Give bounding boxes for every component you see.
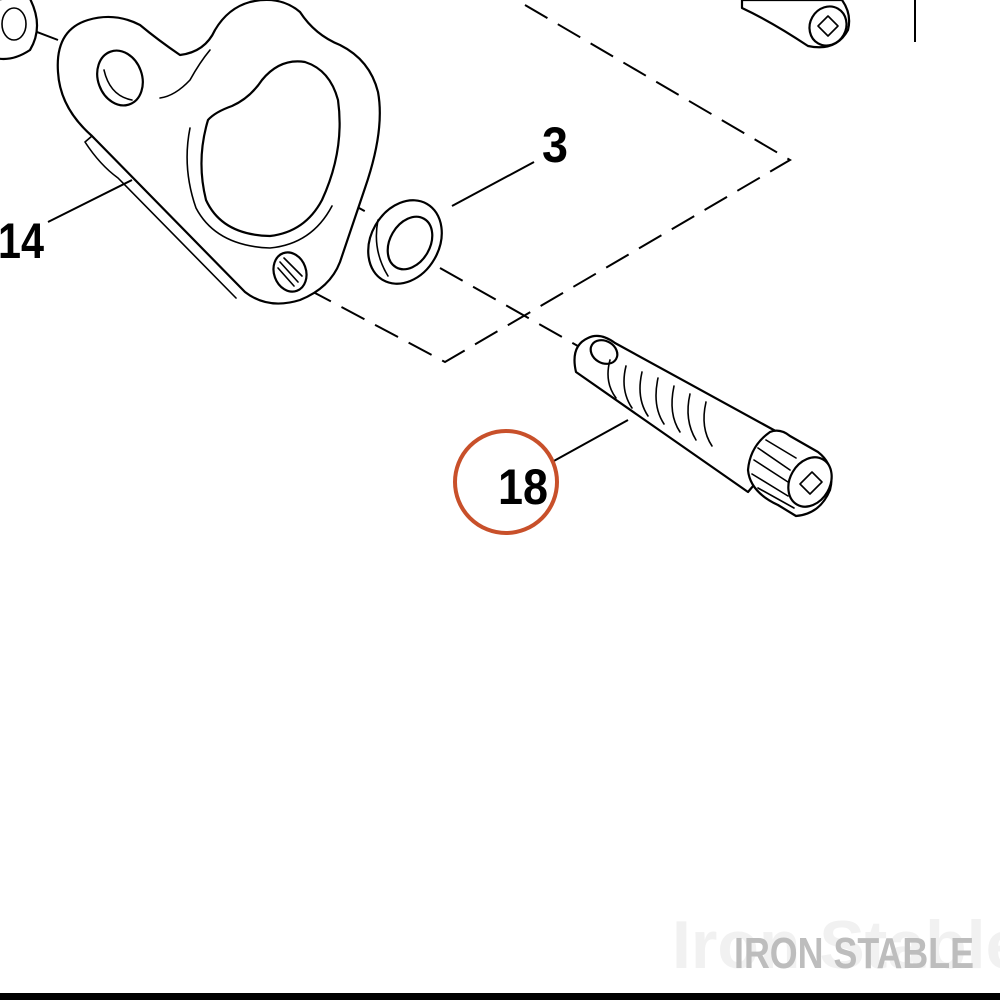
bolt-cross-hole — [589, 339, 619, 365]
dashed-guide-lower-axis — [439, 267, 586, 351]
bolt-head-knurling — [751, 439, 797, 509]
bracket-center-opening — [200, 60, 341, 238]
bolt-thread-2 — [623, 365, 633, 409]
leader-line-18 — [551, 419, 629, 463]
bracket-thread-marks — [277, 257, 303, 287]
part-18-bolt — [573, 334, 833, 518]
washer-inner — [386, 215, 434, 271]
bolt-thread-7 — [703, 401, 713, 447]
bolt-thread-4 — [655, 377, 665, 425]
bracket-thickness-edge — [84, 135, 237, 299]
bolt-thread-5 — [671, 385, 681, 433]
part-14-bracket — [56, 0, 381, 305]
top-screw-head-face — [808, 5, 848, 47]
bolt-thread-3 — [639, 371, 649, 417]
bolt-head-face — [787, 456, 833, 508]
leader-line-3 — [451, 161, 535, 207]
left-edge-fitting-body — [0, 0, 39, 61]
bottom-border — [0, 993, 1000, 1000]
bolt-thread-6 — [687, 393, 697, 441]
callout-label-18: 18 — [498, 459, 548, 515]
leader-lines — [47, 161, 629, 463]
bolt-thread-1 — [607, 359, 617, 399]
part-3-washer — [367, 199, 443, 285]
callout-label-3: 3 — [542, 117, 568, 173]
callout-label-14: 14 — [0, 213, 44, 269]
top-screw-hex-socket — [817, 15, 839, 37]
bolt-hex-socket — [799, 471, 823, 495]
bracket-bolt-hole-upper — [96, 49, 144, 107]
watermark-ghost-text: Iron Stable — [672, 907, 1000, 983]
bracket-opening-rim — [186, 127, 333, 249]
bracket-upper-rib — [159, 49, 211, 99]
dashed-guide-outer — [299, 4, 792, 364]
left-edge-fitting-bore — [1, 7, 27, 41]
bracket-bolt-hole-upper-edge — [103, 69, 133, 101]
watermark-text: IRON STABLE — [734, 929, 974, 978]
highlight-circle-18 — [453, 429, 559, 535]
washer-edge — [375, 219, 389, 277]
leader-line-14 — [47, 179, 133, 223]
left-edge-fitting — [0, 0, 39, 61]
top-right-socket-screw — [740, 0, 916, 49]
